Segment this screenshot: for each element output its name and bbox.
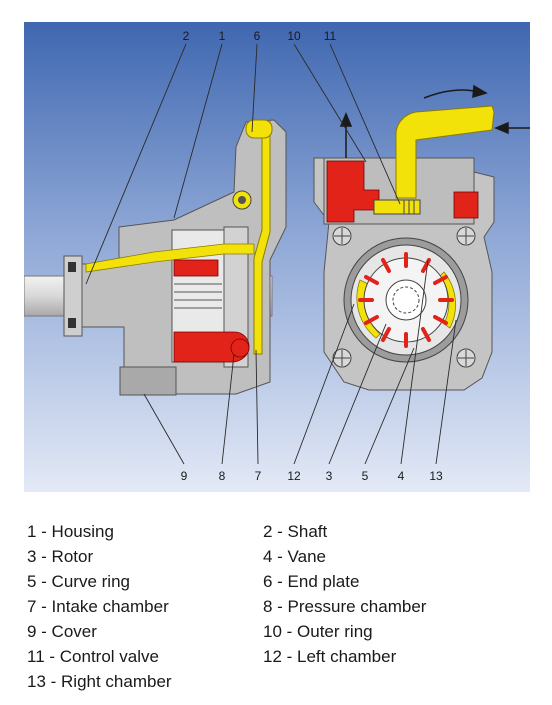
legend-item-pressure-chamber: 8 - Pressure chamber: [263, 597, 427, 616]
cover: [119, 366, 177, 396]
legend-item-housing: 1 - Housing: [27, 522, 114, 541]
callout-8: 8: [219, 469, 226, 483]
suction-pipe: [395, 105, 495, 199]
leader-lines: [85, 43, 457, 465]
legend-item-shaft: 2 - Shaft: [263, 522, 328, 541]
callout-11: 11: [324, 29, 337, 43]
callout-13: 13: [429, 469, 443, 483]
legend-item-curve-ring: 5 - Curve ring: [27, 572, 130, 591]
callout-7: 7: [255, 469, 262, 483]
callout-4: 4: [398, 469, 405, 483]
legend-item-vane: 4 - Vane: [263, 547, 327, 566]
legend-item-end-plate: 6 - End plate: [263, 572, 360, 591]
legend-item-control-valve: 11 - Control valve: [27, 647, 159, 666]
callout-9: 9: [181, 469, 188, 483]
legend-item-cover: 9 - Cover: [27, 622, 97, 641]
pressure-chamber-upper: [173, 259, 219, 277]
parts-legend: 1 - Housing 2 - Shaft 3 - Rotor 4 - Vane…: [27, 522, 527, 697]
callout-3: 3: [326, 469, 333, 483]
legend-item-left-chamber: 12 - Left chamber: [263, 647, 397, 666]
control-valve: [373, 199, 421, 215]
front-section-view: [313, 84, 530, 391]
vanes: [358, 252, 454, 348]
callout-1: 1: [219, 29, 226, 43]
callout-2: 2: [183, 29, 190, 43]
side-section-view: [24, 119, 287, 396]
legend-item-outer-ring: 10 - Outer ring: [263, 622, 373, 641]
legend-item-rotor: 3 - Rotor: [27, 547, 94, 566]
callout-5: 5: [362, 469, 369, 483]
callout-6: 6: [254, 29, 261, 43]
rotor-hub: [385, 279, 427, 321]
legend-item-right-chamber: 13 - Right chamber: [27, 672, 172, 691]
callout-10: 10: [287, 29, 301, 43]
seal-flange: [63, 255, 83, 337]
pump-cross-section-diagram: 2 1 6 10 11 9 8 7 12 3 5 4 13: [24, 22, 530, 492]
intake-channel: [250, 121, 271, 355]
legend-item-intake-chamber: 7 - Intake chamber: [27, 597, 169, 616]
callout-12: 12: [287, 469, 301, 483]
